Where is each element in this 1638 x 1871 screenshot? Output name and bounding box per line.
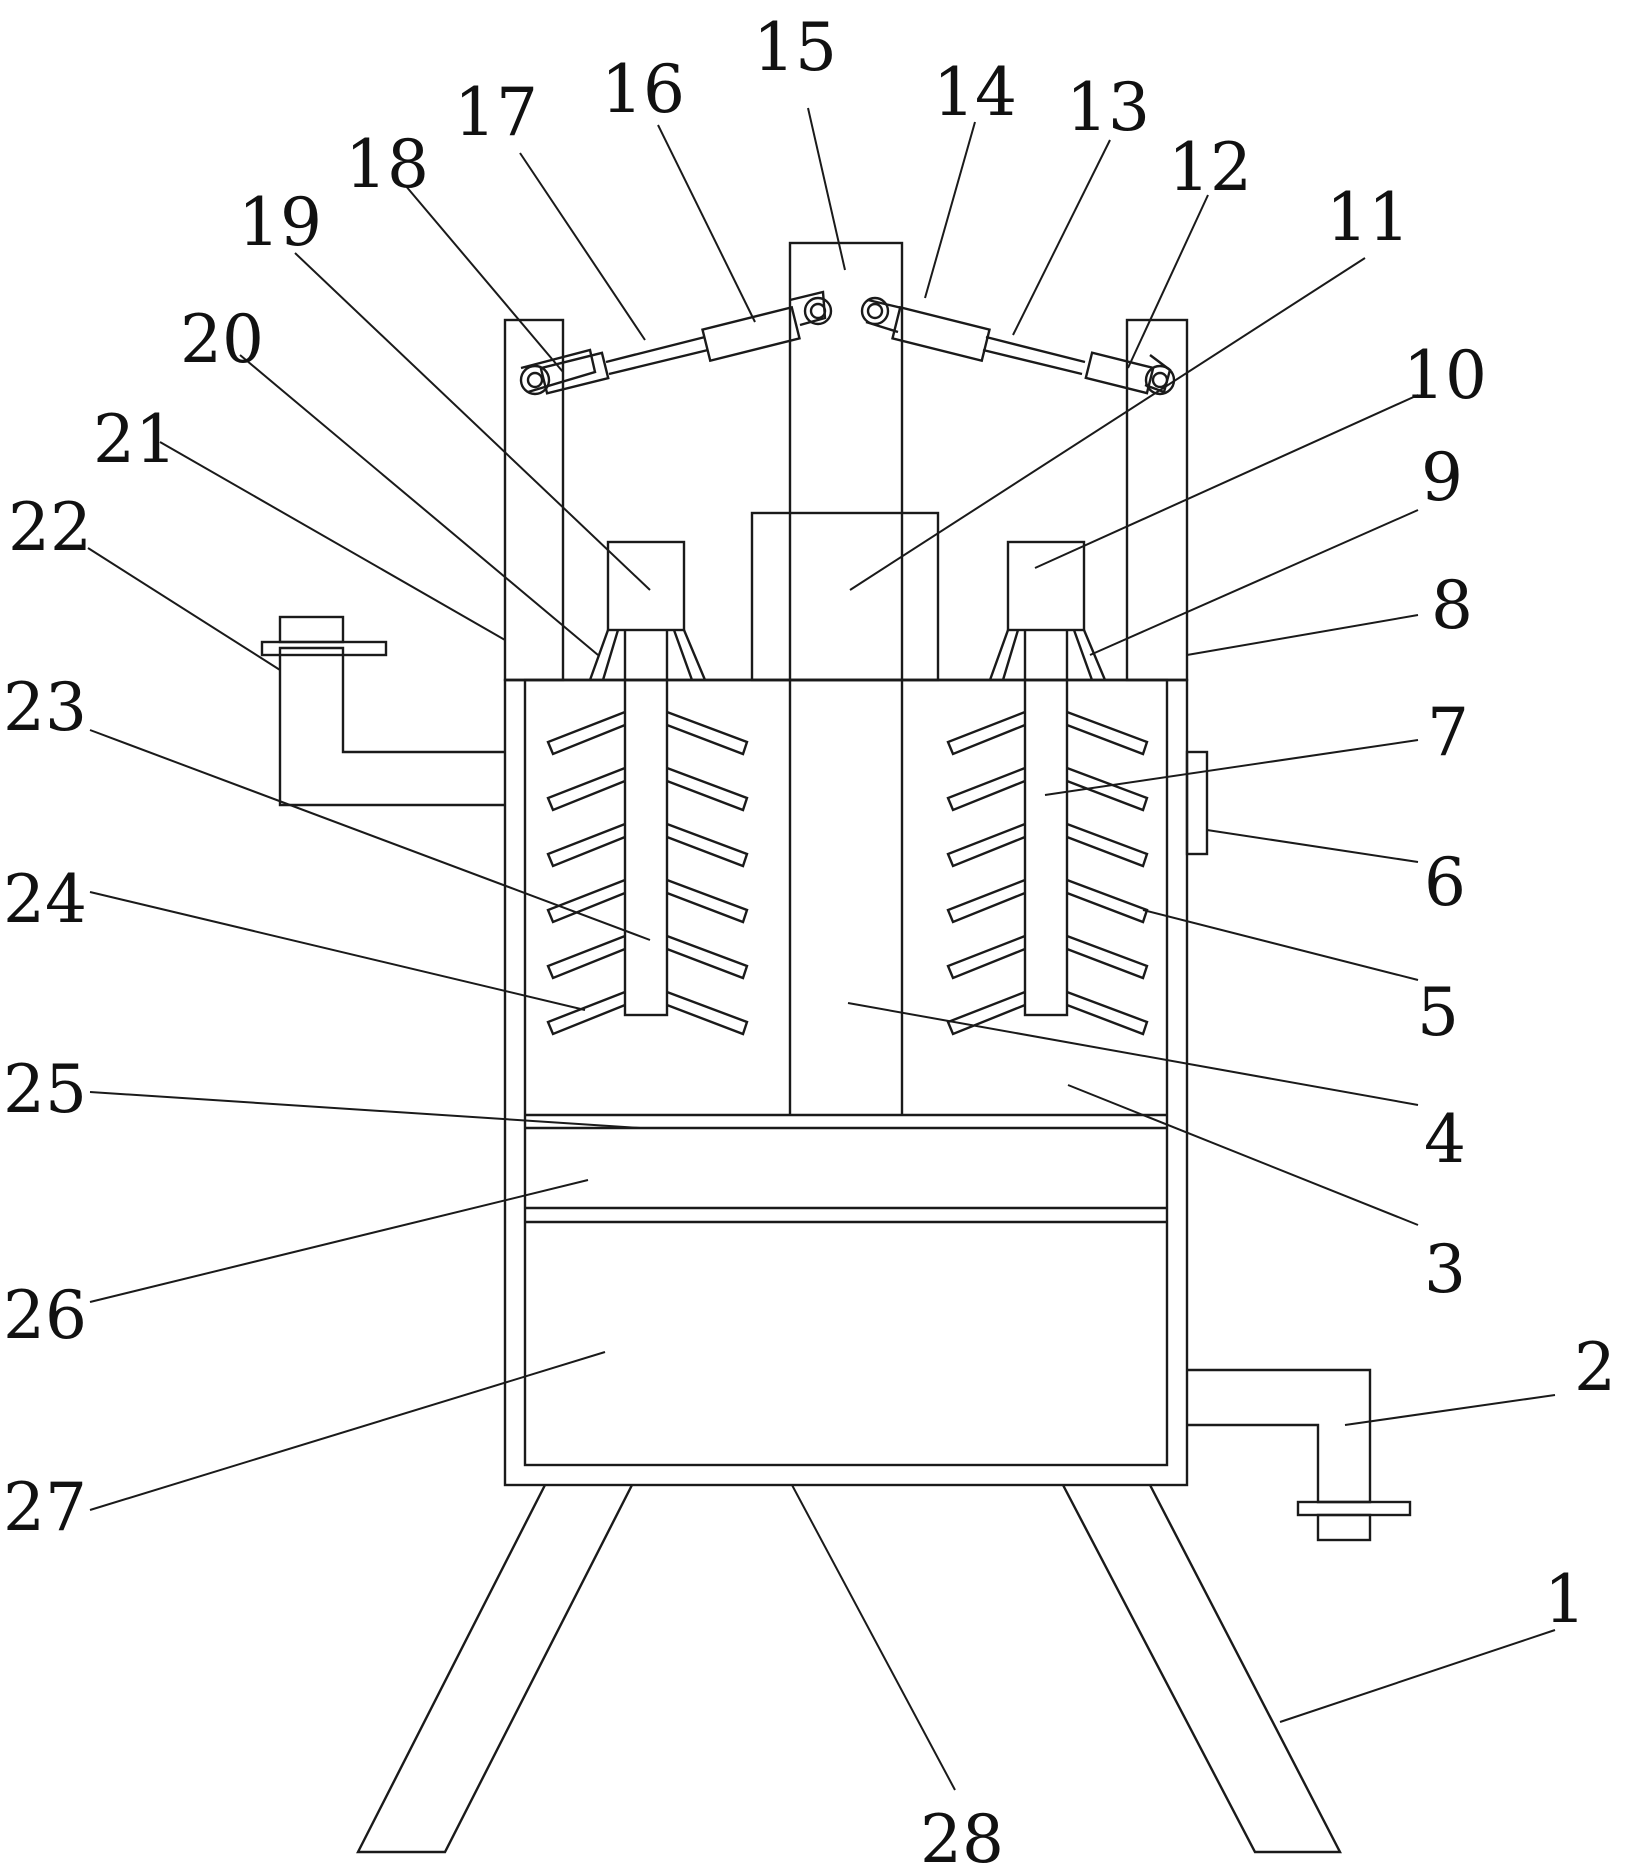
left-stirring-shaft	[623, 678, 669, 1017]
leader-24	[89, 891, 586, 1011]
leader-26	[89, 1179, 589, 1303]
leader-28	[791, 1484, 956, 1791]
label-18: 18	[345, 126, 429, 203]
label-12: 12	[1168, 129, 1252, 206]
label-14: 14	[933, 54, 1017, 131]
leader-25	[89, 1091, 641, 1129]
right-motor-mount	[988, 629, 1107, 681]
leader-20	[239, 354, 599, 656]
label-11: 11	[1326, 179, 1410, 256]
label-2: 2	[1574, 1329, 1616, 1406]
leader-3	[1067, 1084, 1419, 1226]
leader-8	[1186, 614, 1419, 656]
right-stirring-shaft	[1023, 678, 1069, 1017]
central-support-post	[788, 241, 904, 682]
reference-numerals: 1 2 3 4 5 6 7 8 9 10 11 12 13 14 15 16 1…	[3, 9, 1616, 1871]
label-23: 23	[3, 669, 87, 746]
leader-18	[404, 184, 564, 373]
label-24: 24	[3, 861, 87, 938]
left-shaft-blades	[546, 710, 749, 1036]
left-motor	[606, 540, 686, 632]
leader-12	[1127, 194, 1209, 369]
leader-9	[1089, 509, 1419, 656]
label-27: 27	[3, 1469, 87, 1546]
label-26: 26	[3, 1277, 87, 1354]
leader-4	[847, 1002, 1419, 1106]
leader-17	[519, 152, 646, 341]
leader-23	[89, 729, 651, 941]
label-8: 8	[1431, 567, 1473, 644]
main-motor-box	[750, 511, 940, 682]
tank-inner-wall	[523, 678, 1169, 1467]
right-telescopic-arm	[860, 296, 1176, 396]
leader-lines	[87, 107, 1556, 1791]
left-telescopic-arm	[519, 290, 833, 396]
label-25: 25	[3, 1051, 87, 1128]
label-6: 6	[1424, 844, 1466, 921]
label-3: 3	[1424, 1231, 1466, 1308]
leader-2	[1344, 1394, 1556, 1426]
label-5: 5	[1417, 974, 1459, 1051]
label-7: 7	[1427, 694, 1469, 771]
left-pivot-bracket	[520, 348, 597, 394]
outlet-flange	[1296, 1500, 1412, 1517]
label-16: 16	[601, 51, 685, 128]
left-frame-post	[503, 318, 565, 682]
inlet-pipe	[278, 646, 505, 807]
leader-5	[1142, 909, 1419, 981]
label-20: 20	[180, 301, 264, 378]
label-1: 1	[1544, 1561, 1586, 1638]
label-13: 13	[1066, 69, 1150, 146]
label-19: 19	[238, 184, 322, 261]
outlet-cap	[1316, 1513, 1372, 1542]
label-17: 17	[454, 74, 538, 151]
label-21: 21	[93, 401, 177, 478]
leader-27	[89, 1351, 606, 1511]
leader-13	[1012, 139, 1111, 336]
leader-1	[1279, 1629, 1556, 1723]
side-panel	[1185, 750, 1209, 856]
label-10: 10	[1403, 337, 1487, 414]
right-leg	[1061, 1484, 1342, 1854]
left-motor-mount	[588, 629, 707, 681]
outlet-pipe	[1187, 1368, 1372, 1504]
machine-structure	[260, 241, 1412, 1854]
leader-10	[1034, 394, 1419, 569]
leader-6	[1206, 829, 1419, 863]
label-15: 15	[753, 9, 837, 86]
left-leg	[356, 1484, 634, 1854]
leader-16	[657, 124, 756, 323]
leader-11	[849, 257, 1366, 591]
leader-7	[1044, 739, 1419, 796]
leader-14	[924, 121, 976, 299]
inlet-cap	[278, 615, 345, 644]
right-shaft-blades	[946, 710, 1149, 1036]
label-22: 22	[8, 489, 92, 566]
label-9: 9	[1421, 439, 1463, 516]
leader-19	[294, 252, 651, 591]
tank-outer-wall	[503, 678, 1189, 1487]
leader-15	[807, 107, 846, 271]
leader-22	[87, 547, 281, 671]
right-motor	[1006, 540, 1086, 632]
label-4: 4	[1424, 1101, 1466, 1178]
label-28: 28	[920, 1801, 1004, 1871]
leader-21	[159, 441, 506, 641]
